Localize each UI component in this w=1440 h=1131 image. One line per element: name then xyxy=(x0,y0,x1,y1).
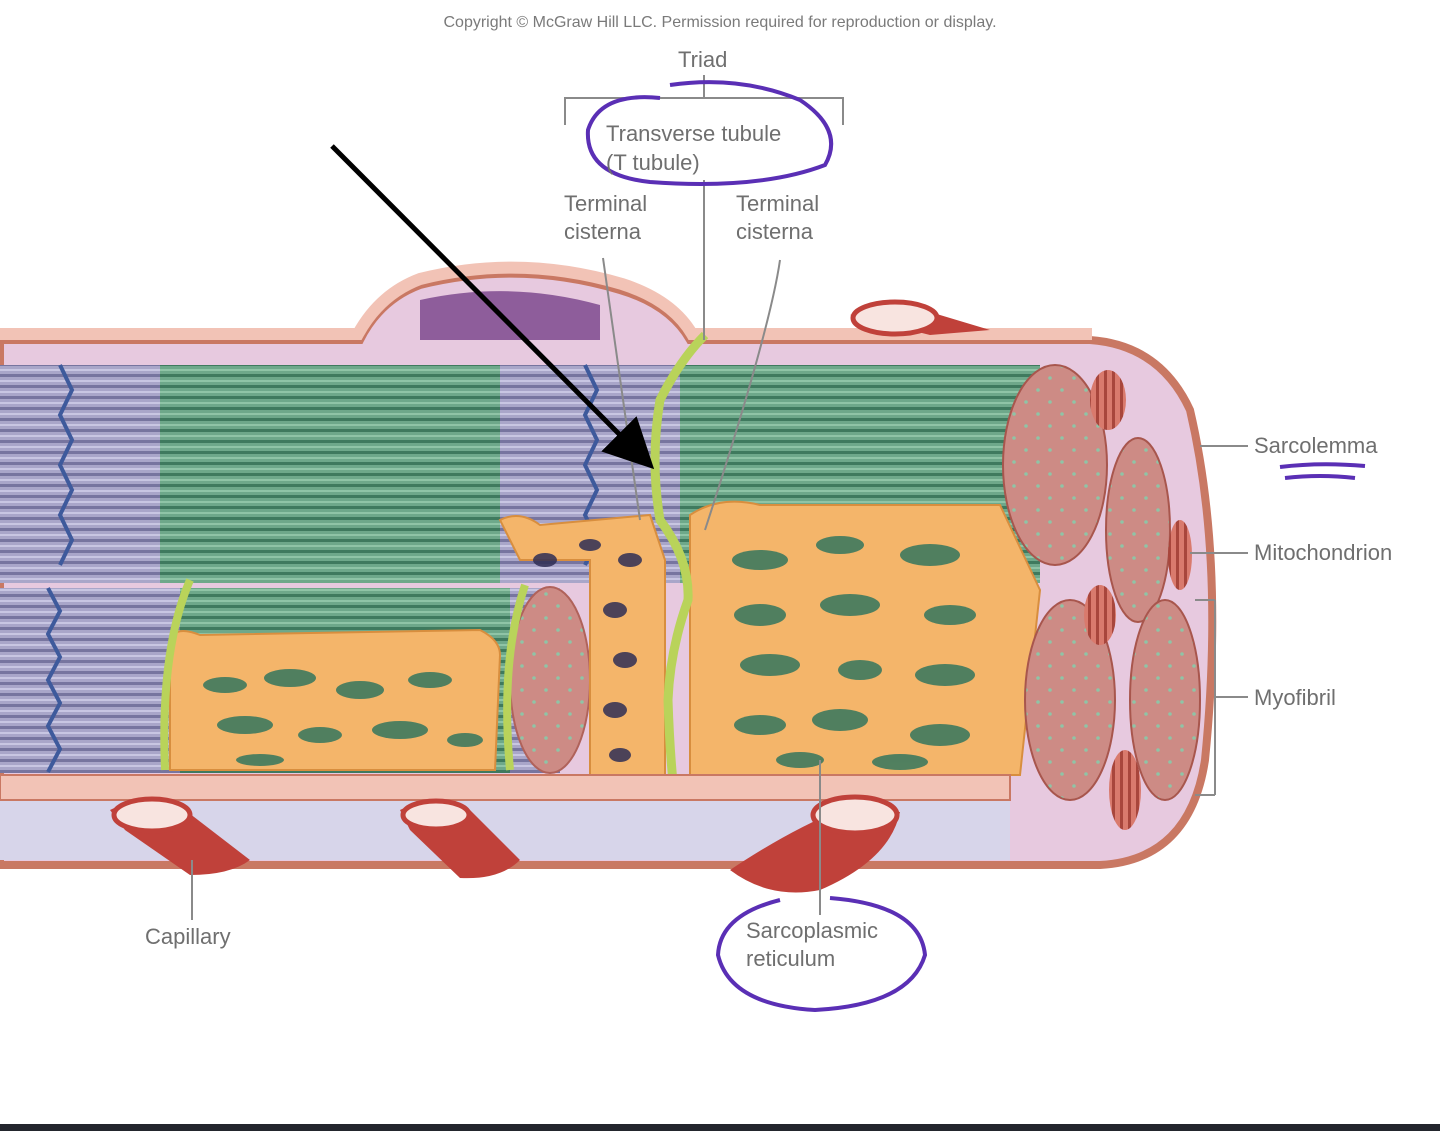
label-terminal-cisterna-right-2: cisterna xyxy=(736,219,814,244)
label-t-tubule-2: (T tubule) xyxy=(606,150,700,175)
leader-lines xyxy=(191,75,1248,920)
label-sarcolemma: Sarcolemma xyxy=(1254,433,1378,458)
label-terminal-cisterna-right-1: Terminal xyxy=(736,191,820,216)
sarcolemma-bottom xyxy=(0,774,1011,801)
label-t-tubule-1: Transverse tubule xyxy=(606,121,782,146)
label-sr-2: reticulum xyxy=(746,946,836,971)
bottom-bar xyxy=(0,1124,1440,1131)
handwritten-annotations xyxy=(585,80,1366,1013)
label-terminal-cisterna-left-1: Terminal xyxy=(564,191,648,216)
label-triad: Triad xyxy=(678,47,728,72)
capillaries xyxy=(110,299,990,893)
sarcolemma-membrane xyxy=(0,261,1092,340)
mitochondrion-shape xyxy=(1090,370,1126,430)
cross-section xyxy=(1002,364,1201,830)
label-sr-1: Sarcoplasmic xyxy=(746,918,879,943)
t-tubule xyxy=(650,331,709,801)
t-tubule-mid xyxy=(503,583,529,771)
t-tubule-left xyxy=(160,578,194,771)
label-myofibril: Myofibril xyxy=(1254,685,1336,710)
label-mitochondrion: Mitochondrion xyxy=(1254,540,1393,565)
label-capillary: Capillary xyxy=(145,924,231,949)
copyright-notice: Copyright © McGraw Hill LLC. Permission … xyxy=(443,14,997,31)
label-terminal-cisterna-left-2: cisterna xyxy=(564,219,642,244)
pointer-arrow xyxy=(330,144,655,470)
